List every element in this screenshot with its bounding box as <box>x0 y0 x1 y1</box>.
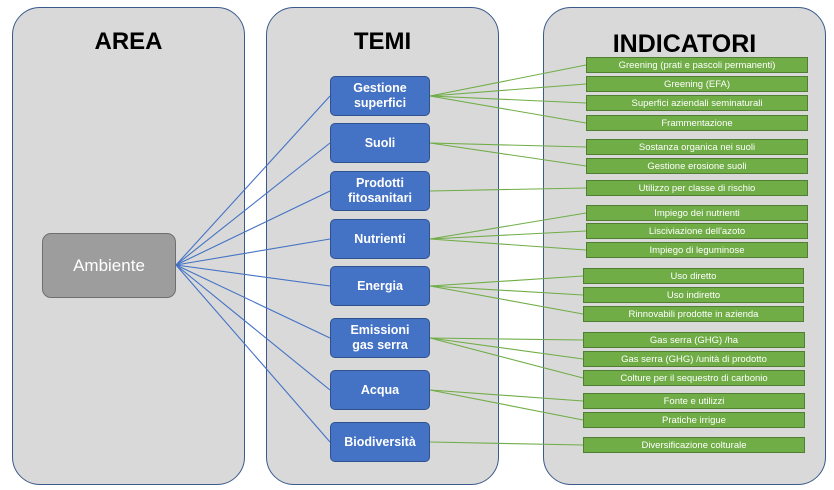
indicatore-8: Lisciviazione dell'azoto <box>586 223 808 239</box>
indicatore-9: Impiego di leguminose <box>586 242 808 258</box>
area-tema-connector <box>175 264 331 287</box>
tema-7: Biodiversità <box>330 422 430 462</box>
indicatore-3: Frammentazione <box>586 115 808 131</box>
tema-4: Energia <box>330 266 430 306</box>
tema-indicatore-connector <box>429 95 587 124</box>
indicatore-17: Pratiche irrigue <box>583 412 805 428</box>
tema-indicatore-connector <box>429 441 584 446</box>
tema-indicatore-connector <box>429 337 584 360</box>
area-tema-connector <box>175 264 331 391</box>
indicatore-10: Uso diretto <box>583 268 804 284</box>
tema-indicatore-connector <box>429 285 584 315</box>
tema-label: Gestione superfici <box>353 81 407 110</box>
tema-indicatore-connector <box>429 83 587 97</box>
indicatori-header: INDICATORI <box>612 30 757 58</box>
tema-indicatore-connector <box>429 187 587 192</box>
area-tema-connector <box>175 190 331 266</box>
indicatore-16: Fonte e utilizzi <box>583 393 805 409</box>
indicatore-15: Colture per il sequestro di carbonio <box>583 370 805 386</box>
indicatore-7: Impiego dei nutrienti <box>586 205 808 221</box>
area-tema-connector <box>175 95 331 266</box>
tema-indicatore-connector <box>429 389 584 421</box>
area-header: AREA <box>94 28 163 55</box>
indicatore-14: Gas serra (GHG) /unità di prodotto <box>583 351 805 367</box>
area-tema-connector <box>175 264 331 339</box>
indicatore-4: Sostanza organica nei suoli <box>586 139 808 155</box>
tema-indicatore-connector <box>429 95 587 104</box>
tema-1: Suoli <box>330 123 430 163</box>
tema-indicatore-connector <box>429 142 587 167</box>
tema-indicatore-connector <box>429 142 587 148</box>
tema-indicatore-connector <box>429 285 584 296</box>
temi-header: TEMI <box>353 28 412 55</box>
tema-label: Prodotti fitosanitari <box>348 176 412 205</box>
indicatore-5: Gestione erosione suoli <box>586 158 808 174</box>
tema-5: Emissioni gas serra <box>330 318 430 358</box>
area-tema-connector <box>175 142 331 266</box>
tema-indicatore-connector <box>429 337 584 341</box>
tema-label: Emissioni gas serra <box>350 323 410 352</box>
tema-2: Prodotti fitosanitari <box>330 171 430 211</box>
indicatore-2: Superfici aziendali seminaturali <box>586 95 808 111</box>
tema-label: Acqua <box>360 382 400 397</box>
indicatore-1: Greening (EFA) <box>586 76 808 92</box>
tema-label: Nutrienti <box>354 231 406 246</box>
tema-indicatore-connector <box>429 337 584 379</box>
tema-indicatore-connector <box>429 212 587 240</box>
tema-indicatore-connector <box>429 389 584 402</box>
indicatore-18: Diversificazione colturale <box>583 437 805 453</box>
indicatore-13: Gas serra (GHG) /ha <box>583 332 805 348</box>
tema-6: Acqua <box>330 370 430 410</box>
area-tema-connector <box>175 264 331 443</box>
indicatore-12: Rinnovabili prodotte in azienda <box>583 306 804 322</box>
tema-3: Nutrienti <box>330 219 430 259</box>
tema-0: Gestione superfici <box>330 76 430 116</box>
indicatore-0: Greening (prati e pascoli permanenti) <box>586 57 808 73</box>
tema-label: Biodiversità <box>344 434 416 449</box>
indicatore-11: Uso indiretto <box>583 287 804 303</box>
tema-indicatore-connector <box>429 238 587 251</box>
area-tema-connector <box>175 238 331 266</box>
tema-label: Energia <box>357 278 403 293</box>
tema-indicatore-connector <box>429 230 587 240</box>
tema-indicatore-connector <box>429 275 584 287</box>
tema-label: Suoli <box>364 135 396 150</box>
area-ambiente: Ambiente <box>42 233 176 298</box>
indicatore-6: Utilizzo per classe di rischio <box>586 180 808 196</box>
tema-indicatore-connector <box>429 64 587 97</box>
